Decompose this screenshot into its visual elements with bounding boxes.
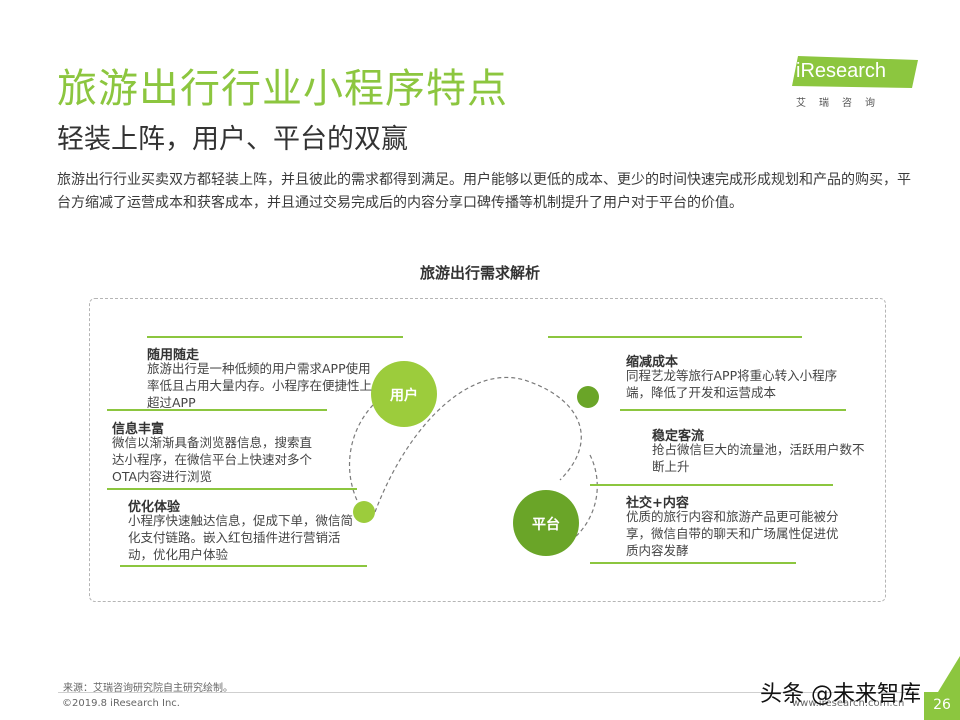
diagram-title: 旅游出行需求解析: [419, 264, 540, 282]
page-title: 旅游出行行业小程序特点: [57, 66, 508, 112]
right-item-3-body: 优质的旅行内容和旅游产品更可能被分享，微信自带的聊天和广场属性促进优质内容发酵: [626, 509, 839, 558]
intro-paragraph: 旅游出行行业买卖双方都轻装上阵，并且彼此的需求都得到满足。用户能够以更低的成本、…: [57, 172, 911, 211]
user-node-label: 用户: [390, 388, 418, 404]
watermark: 头条 @未来智库: [760, 682, 921, 707]
right-item-1-body: 同程艺龙等旅行APP将重心转入小程序端，降低了开发和运营成本: [626, 368, 838, 400]
source-note: 来源：艾瑞咨询研究院自主研究绘制。: [63, 683, 233, 694]
footer-divider: [58, 692, 918, 693]
page-number: 26: [924, 692, 960, 720]
platform-node-label: 平台: [532, 517, 560, 533]
platform-node: [513, 490, 579, 556]
left-small-dot: [353, 501, 375, 523]
user-node: [371, 361, 437, 427]
page-subtitle: 轻装上阵，用户、平台的双赢: [57, 124, 408, 155]
left-item-3-title: 优化体验: [128, 500, 181, 515]
left-item-2-title: 信息丰富: [112, 422, 165, 437]
iresearch-logo: [792, 56, 918, 88]
right-small-dot: [577, 386, 599, 408]
copyright: ©2019.8 iResearch Inc.: [62, 698, 180, 709]
left-item-3-body: 小程序快速触达信息，促成下单，微信简化支付链路。嵌入红包插件进行营销活动，优化用…: [128, 513, 354, 562]
left-item-2-body: 微信以渐渐具备浏览器信息，搜索直达小程序，在微信平台上快速对多个OTA内容进行浏…: [112, 435, 313, 484]
right-item-1-title: 缩减成本: [626, 355, 679, 370]
left-item-1-title: 随用随走: [147, 348, 200, 363]
right-item-2-body: 抢占微信巨大的流量池，活跃用户数不断上升: [652, 442, 865, 474]
right-item-2-title: 稳定客流: [652, 429, 705, 444]
corner-triangle: [938, 656, 960, 692]
logo-tagline: 艾瑞咨询: [796, 98, 888, 109]
website-link[interactable]: www.iresearch.com.cn: [792, 698, 905, 709]
left-item-1-body: 旅游出行是一种低频的用户需求APP使用率低且占用大量内存。小程序在便捷性上超过A…: [147, 361, 373, 410]
logo-wordmark: iResearch: [796, 60, 887, 82]
right-item-3-title: 社交+内容: [626, 496, 689, 511]
diagram-frame: [89, 298, 886, 602]
